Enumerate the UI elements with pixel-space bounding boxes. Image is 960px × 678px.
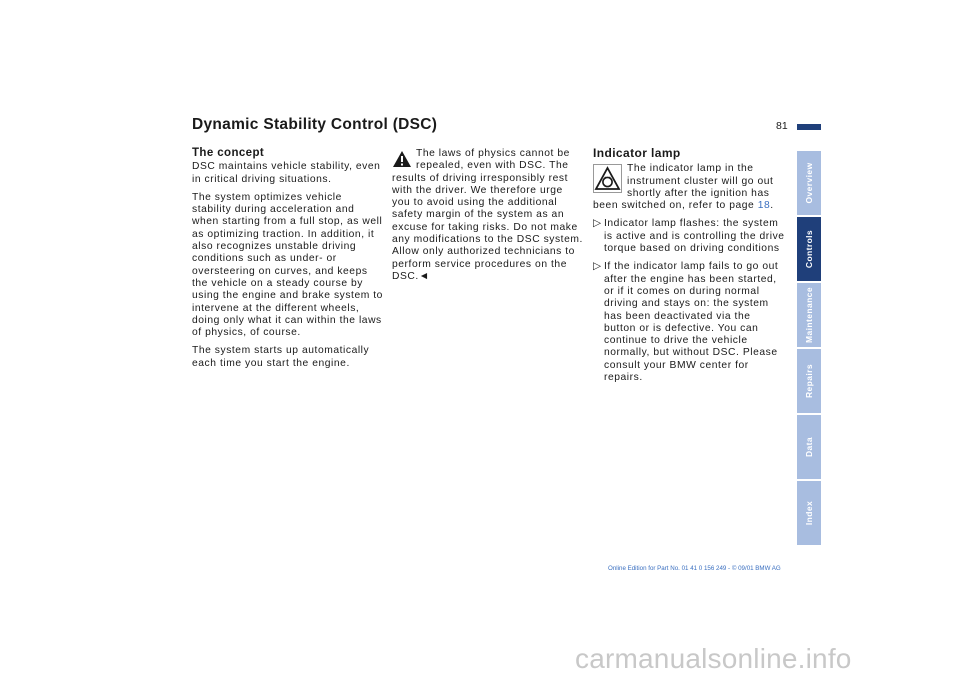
tab-data[interactable]: Data <box>797 415 821 479</box>
dsc-indicator-icon <box>593 164 622 194</box>
end-mark-icon: ◄ <box>418 270 430 282</box>
watermark: carmanualsonline.info <box>575 643 852 674</box>
tab-repairs[interactable]: Repairs <box>797 349 821 413</box>
tab-label: Data <box>804 436 814 458</box>
indicator-intro-end: . <box>770 200 774 212</box>
list-item: ▷If the indicator lamp fails to go out a… <box>593 261 785 384</box>
indicator-lamp-heading: Indicator lamp <box>593 146 681 160</box>
bullet-triangle-icon: ▷ <box>593 261 602 273</box>
concept-paragraph-2: The system optimizes vehicle stability d… <box>192 191 383 339</box>
page-title: Dynamic Stability Control (DSC) <box>192 116 438 133</box>
concept-paragraph-1: DSC maintains vehicle stability, even in… <box>192 161 381 185</box>
bullet-text-1: Indicator lamp flashes: the system is ac… <box>604 218 785 255</box>
tab-index[interactable]: Index <box>797 481 821 545</box>
page-number-bar <box>797 124 821 130</box>
column-concept: The concept DSC maintains vehicle stabil… <box>192 147 384 376</box>
tab-label: Repairs <box>804 364 814 398</box>
list-item: ▷Indicator lamp flashes: the system is a… <box>593 218 785 255</box>
warning-text: The laws of physics cannot be repealed, … <box>392 148 583 282</box>
bullet-text-2: If the indicator lamp fails to go out af… <box>604 261 779 384</box>
footer-edition-note: Online Edition for Part No. 01 41 0 156 … <box>608 565 781 572</box>
column-indicator-lamp: Indicator lamp The indicator lamp in the… <box>593 147 785 390</box>
tab-overview[interactable]: Overview <box>797 151 821 215</box>
tab-label: Maintenance <box>804 287 814 343</box>
bullet-triangle-icon: ▷ <box>593 218 602 230</box>
indicator-intro: The indicator lamp in the instrument clu… <box>593 163 774 212</box>
tab-controls[interactable]: Controls <box>797 217 821 281</box>
tab-label: Overview <box>804 162 814 204</box>
tab-label: Controls <box>804 229 814 269</box>
page-reference-link[interactable]: 18 <box>757 200 771 212</box>
warning-triangle-icon <box>392 149 412 169</box>
concept-paragraph-3: The system starts up automatically each … <box>192 345 370 369</box>
concept-heading: The concept <box>192 147 265 159</box>
section-tabs: Overview Controls Maintenance Repairs Da… <box>797 151 821 547</box>
tab-maintenance[interactable]: Maintenance <box>797 283 821 347</box>
page-number: 81 <box>776 120 788 132</box>
tab-label: Index <box>804 500 814 526</box>
column-warning: The laws of physics cannot be repealed, … <box>392 148 584 289</box>
